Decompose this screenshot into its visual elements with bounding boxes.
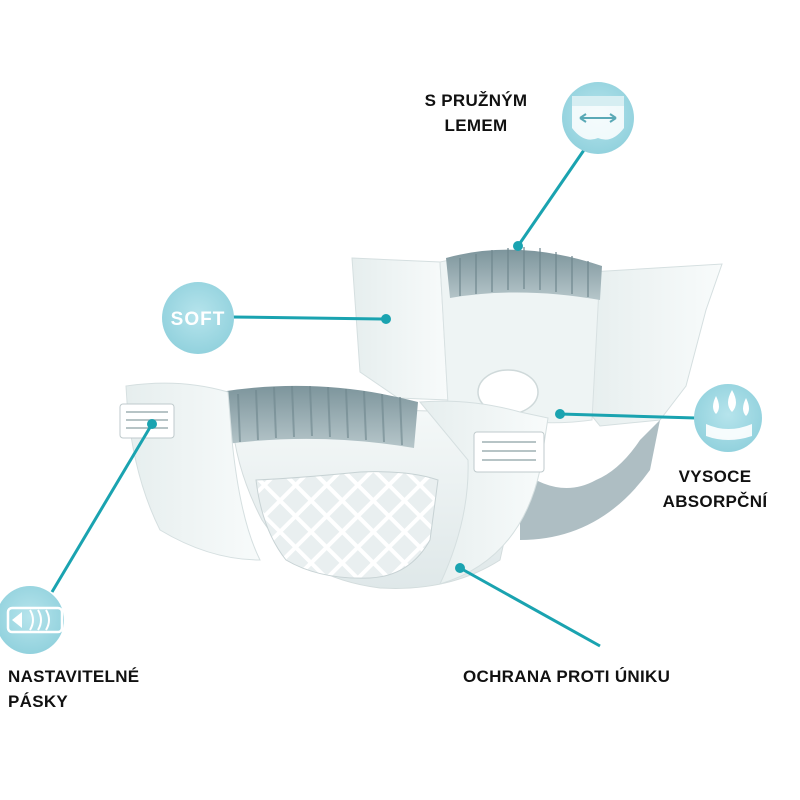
water-drops-icon bbox=[694, 384, 762, 452]
callout-lines bbox=[50, 149, 697, 648]
callout-line-elastic bbox=[516, 149, 586, 247]
callout-line-soft bbox=[231, 315, 387, 321]
callout-line-leak bbox=[459, 566, 601, 648]
label-adjustable-tabs-line2: PÁSKY bbox=[8, 691, 69, 711]
soft-badge-label: SOFT bbox=[171, 309, 226, 330]
leak-guard-ruffle bbox=[520, 420, 660, 540]
adjustable-tab-icon bbox=[0, 586, 64, 654]
callout-line-tabs bbox=[50, 423, 154, 593]
callout-line-absorbent bbox=[559, 412, 697, 420]
label-adjustable-tabs-line1: NASTAVITELNÉ bbox=[8, 667, 140, 686]
diaper bbox=[119, 247, 723, 589]
callout-dots bbox=[147, 241, 565, 573]
label-leak-protection-text: OCHRANA PROTI ÚNIKU bbox=[463, 667, 671, 686]
elastic-waist-icon bbox=[562, 82, 634, 154]
soft-badge bbox=[162, 282, 234, 354]
label-leak-protection: OCHRANA PROTI ÚNIKU bbox=[463, 665, 670, 690]
label-elastic-waist-line1: S PRUŽNÝM bbox=[424, 91, 528, 110]
absorbent-core bbox=[255, 471, 439, 579]
fastening-tab-left bbox=[119, 403, 175, 439]
label-elastic-waist: S PRUŽNÝM LEMEM bbox=[420, 89, 532, 138]
fastening-tab-right bbox=[473, 431, 545, 473]
label-absorbent-line1: VYSOCE bbox=[678, 467, 752, 486]
label-absorbent: VYSOCE ABSORPČNÍ bbox=[656, 465, 774, 514]
label-elastic-waist-line2: LEMEM bbox=[444, 115, 508, 135]
back-panel-left bbox=[351, 257, 449, 401]
front-waistband bbox=[220, 385, 418, 448]
label-adjustable-tabs: NASTAVITELNÉ PÁSKY bbox=[8, 665, 139, 714]
label-absorbent-line2: ABSORPČNÍ bbox=[662, 491, 768, 511]
